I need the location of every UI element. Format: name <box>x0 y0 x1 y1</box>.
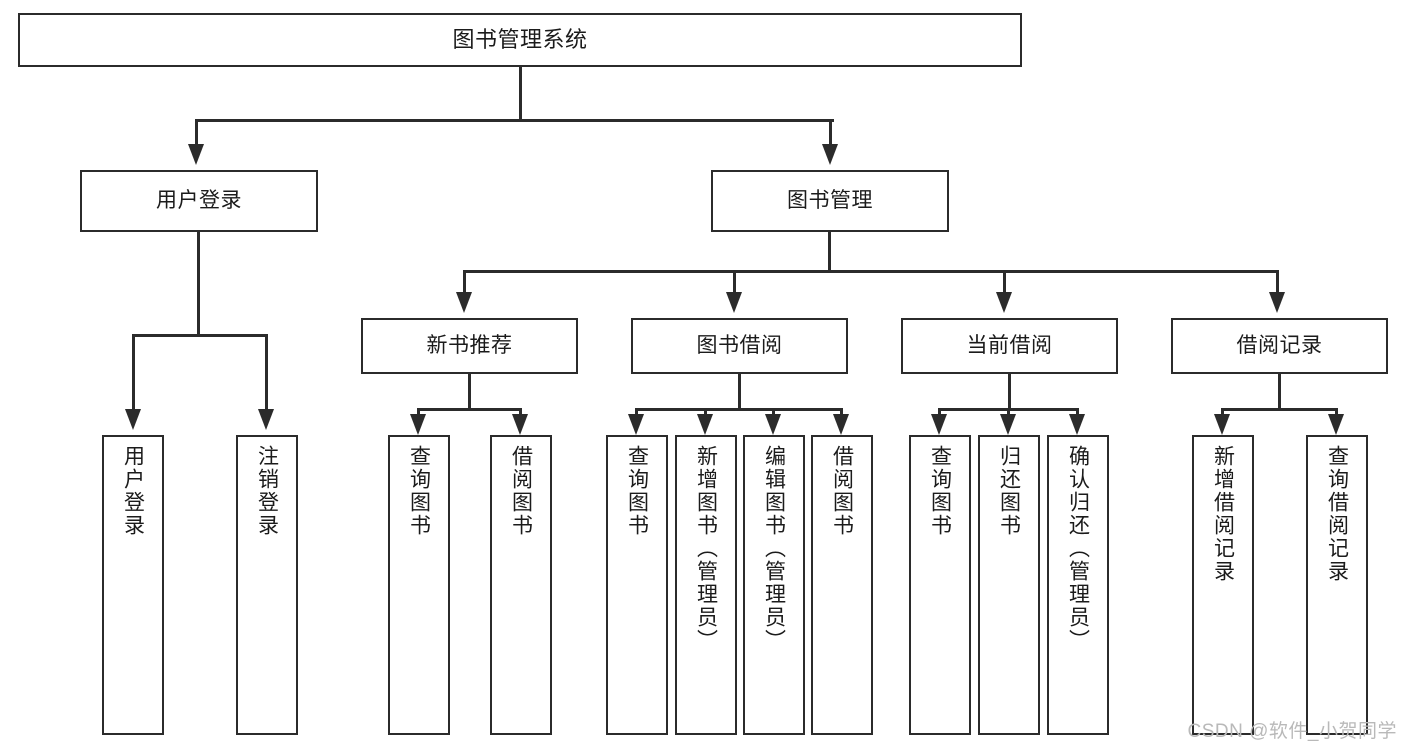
leaf-query-book-3-label: 查询图书 <box>928 445 952 537</box>
leaf-query-record[interactable]: 查询借阅记录 <box>1306 435 1368 735</box>
arrow-cb-leaf-1 <box>931 414 947 435</box>
edge-nbr-drop-2 <box>519 408 522 418</box>
leaf-user-login[interactable]: 用户登录 <box>102 435 164 735</box>
arrow-br-leaf-1 <box>1214 414 1230 435</box>
leaf-query-book-3[interactable]: 查询图书 <box>909 435 971 735</box>
edge-bb-stem <box>738 374 741 410</box>
edge-user-login-drop-2 <box>265 334 268 410</box>
edge-cb-drop-1 <box>938 408 941 418</box>
arrow-bb-leaf-1 <box>628 414 644 435</box>
edge-nbr-drop-1 <box>417 408 420 418</box>
arrow-user-login-leaf-1 <box>125 409 141 430</box>
node-new-book-recommend-label: 新书推荐 <box>426 333 513 357</box>
leaf-borrow-book-1-label: 借阅图书 <box>509 445 533 537</box>
edge-nbr-bus <box>418 408 521 411</box>
edge-cb-drop-2 <box>1007 408 1010 418</box>
leaf-edit-book[interactable]: 编辑图书（管理员） <box>743 435 805 735</box>
arrow-nbr-leaf-1 <box>410 414 426 435</box>
edge-bb-drop-1 <box>635 408 638 418</box>
node-book-manage[interactable]: 图书管理 <box>711 170 949 232</box>
edge-cb-drop-3 <box>1076 408 1079 418</box>
node-user-login-label: 用户登录 <box>156 188 242 212</box>
edge-root-bus <box>196 119 834 122</box>
leaf-add-record-label: 新增借阅记录 <box>1211 445 1235 583</box>
edge-br-bus <box>1222 408 1337 411</box>
edge-bm-drop-1 <box>463 270 466 294</box>
leaf-query-book-1[interactable]: 查询图书 <box>388 435 450 735</box>
node-book-manage-label: 图书管理 <box>787 188 873 212</box>
edge-user-login-stem <box>197 232 200 336</box>
arrow-cb-leaf-3 <box>1069 414 1085 435</box>
node-current-borrow-label: 当前借阅 <box>966 333 1053 357</box>
arrow-bb-leaf-2 <box>697 414 713 435</box>
arrow-bm-to-book-borrow <box>726 292 742 313</box>
edge-book-manage-bus <box>464 270 1278 273</box>
edge-root-to-user-login <box>195 119 198 146</box>
node-borrow-record[interactable]: 借阅记录 <box>1171 318 1388 374</box>
leaf-query-book-2-label: 查询图书 <box>625 445 649 537</box>
node-root[interactable]: 图书管理系统 <box>18 13 1022 67</box>
arrow-nbr-leaf-2 <box>512 414 528 435</box>
leaf-return-book-label: 归还图书 <box>997 445 1021 537</box>
edge-bb-drop-4 <box>840 408 843 418</box>
arrow-root-to-user-login <box>188 144 204 165</box>
arrow-bm-to-current-borrow <box>996 292 1012 313</box>
leaf-return-book[interactable]: 归还图书 <box>978 435 1040 735</box>
node-current-borrow[interactable]: 当前借阅 <box>901 318 1118 374</box>
arrow-root-to-book-manage <box>822 144 838 165</box>
edge-bm-drop-2 <box>733 270 736 294</box>
node-new-book-recommend[interactable]: 新书推荐 <box>361 318 578 374</box>
leaf-query-book-1-label: 查询图书 <box>407 445 431 537</box>
leaf-confirm-return[interactable]: 确认归还（管理员） <box>1047 435 1109 735</box>
node-root-label: 图书管理系统 <box>452 27 588 53</box>
edge-bb-drop-2 <box>704 408 707 418</box>
arrow-cb-leaf-2 <box>1000 414 1016 435</box>
edge-cb-stem <box>1008 374 1011 410</box>
node-user-login[interactable]: 用户登录 <box>80 170 318 232</box>
arrow-user-login-leaf-2 <box>258 409 274 430</box>
arrow-bb-leaf-4 <box>833 414 849 435</box>
leaf-user-logout[interactable]: 注销登录 <box>236 435 298 735</box>
leaf-edit-book-label: 编辑图书（管理员） <box>762 445 786 652</box>
edge-bb-bus <box>636 408 842 411</box>
edge-bm-drop-3 <box>1003 270 1006 294</box>
leaf-query-book-2[interactable]: 查询图书 <box>606 435 668 735</box>
leaf-borrow-book-2-label: 借阅图书 <box>830 445 854 537</box>
leaf-add-book-label: 新增图书（管理员） <box>694 445 718 652</box>
arrow-bm-to-new-book-recommend <box>456 292 472 313</box>
edge-nbr-stem <box>468 374 471 410</box>
leaf-query-record-label: 查询借阅记录 <box>1325 445 1349 583</box>
leaf-add-record[interactable]: 新增借阅记录 <box>1192 435 1254 735</box>
edge-root-to-book-manage <box>829 119 832 146</box>
edge-book-manage-stem <box>828 232 831 272</box>
edge-root-stem <box>519 67 522 121</box>
node-book-borrow[interactable]: 图书借阅 <box>631 318 848 374</box>
edge-bm-drop-4 <box>1276 270 1279 294</box>
node-borrow-record-label: 借阅记录 <box>1236 333 1323 357</box>
arrow-bm-to-borrow-record <box>1269 292 1285 313</box>
node-book-borrow-label: 图书借阅 <box>696 333 783 357</box>
edge-br-stem <box>1278 374 1281 410</box>
edge-user-login-bus <box>133 334 267 337</box>
leaf-user-logout-label: 注销登录 <box>255 445 279 537</box>
edge-br-drop-1 <box>1221 408 1224 418</box>
leaf-borrow-book-1[interactable]: 借阅图书 <box>490 435 552 735</box>
leaf-add-book[interactable]: 新增图书（管理员） <box>675 435 737 735</box>
edge-bb-drop-3 <box>772 408 775 418</box>
arrow-bb-leaf-3 <box>765 414 781 435</box>
leaf-confirm-return-label: 确认归还（管理员） <box>1066 445 1090 652</box>
arrow-br-leaf-2 <box>1328 414 1344 435</box>
leaf-borrow-book-2[interactable]: 借阅图书 <box>811 435 873 735</box>
edge-br-drop-2 <box>1335 408 1338 418</box>
leaf-user-login-label: 用户登录 <box>121 445 145 537</box>
edge-user-login-drop-1 <box>132 334 135 410</box>
